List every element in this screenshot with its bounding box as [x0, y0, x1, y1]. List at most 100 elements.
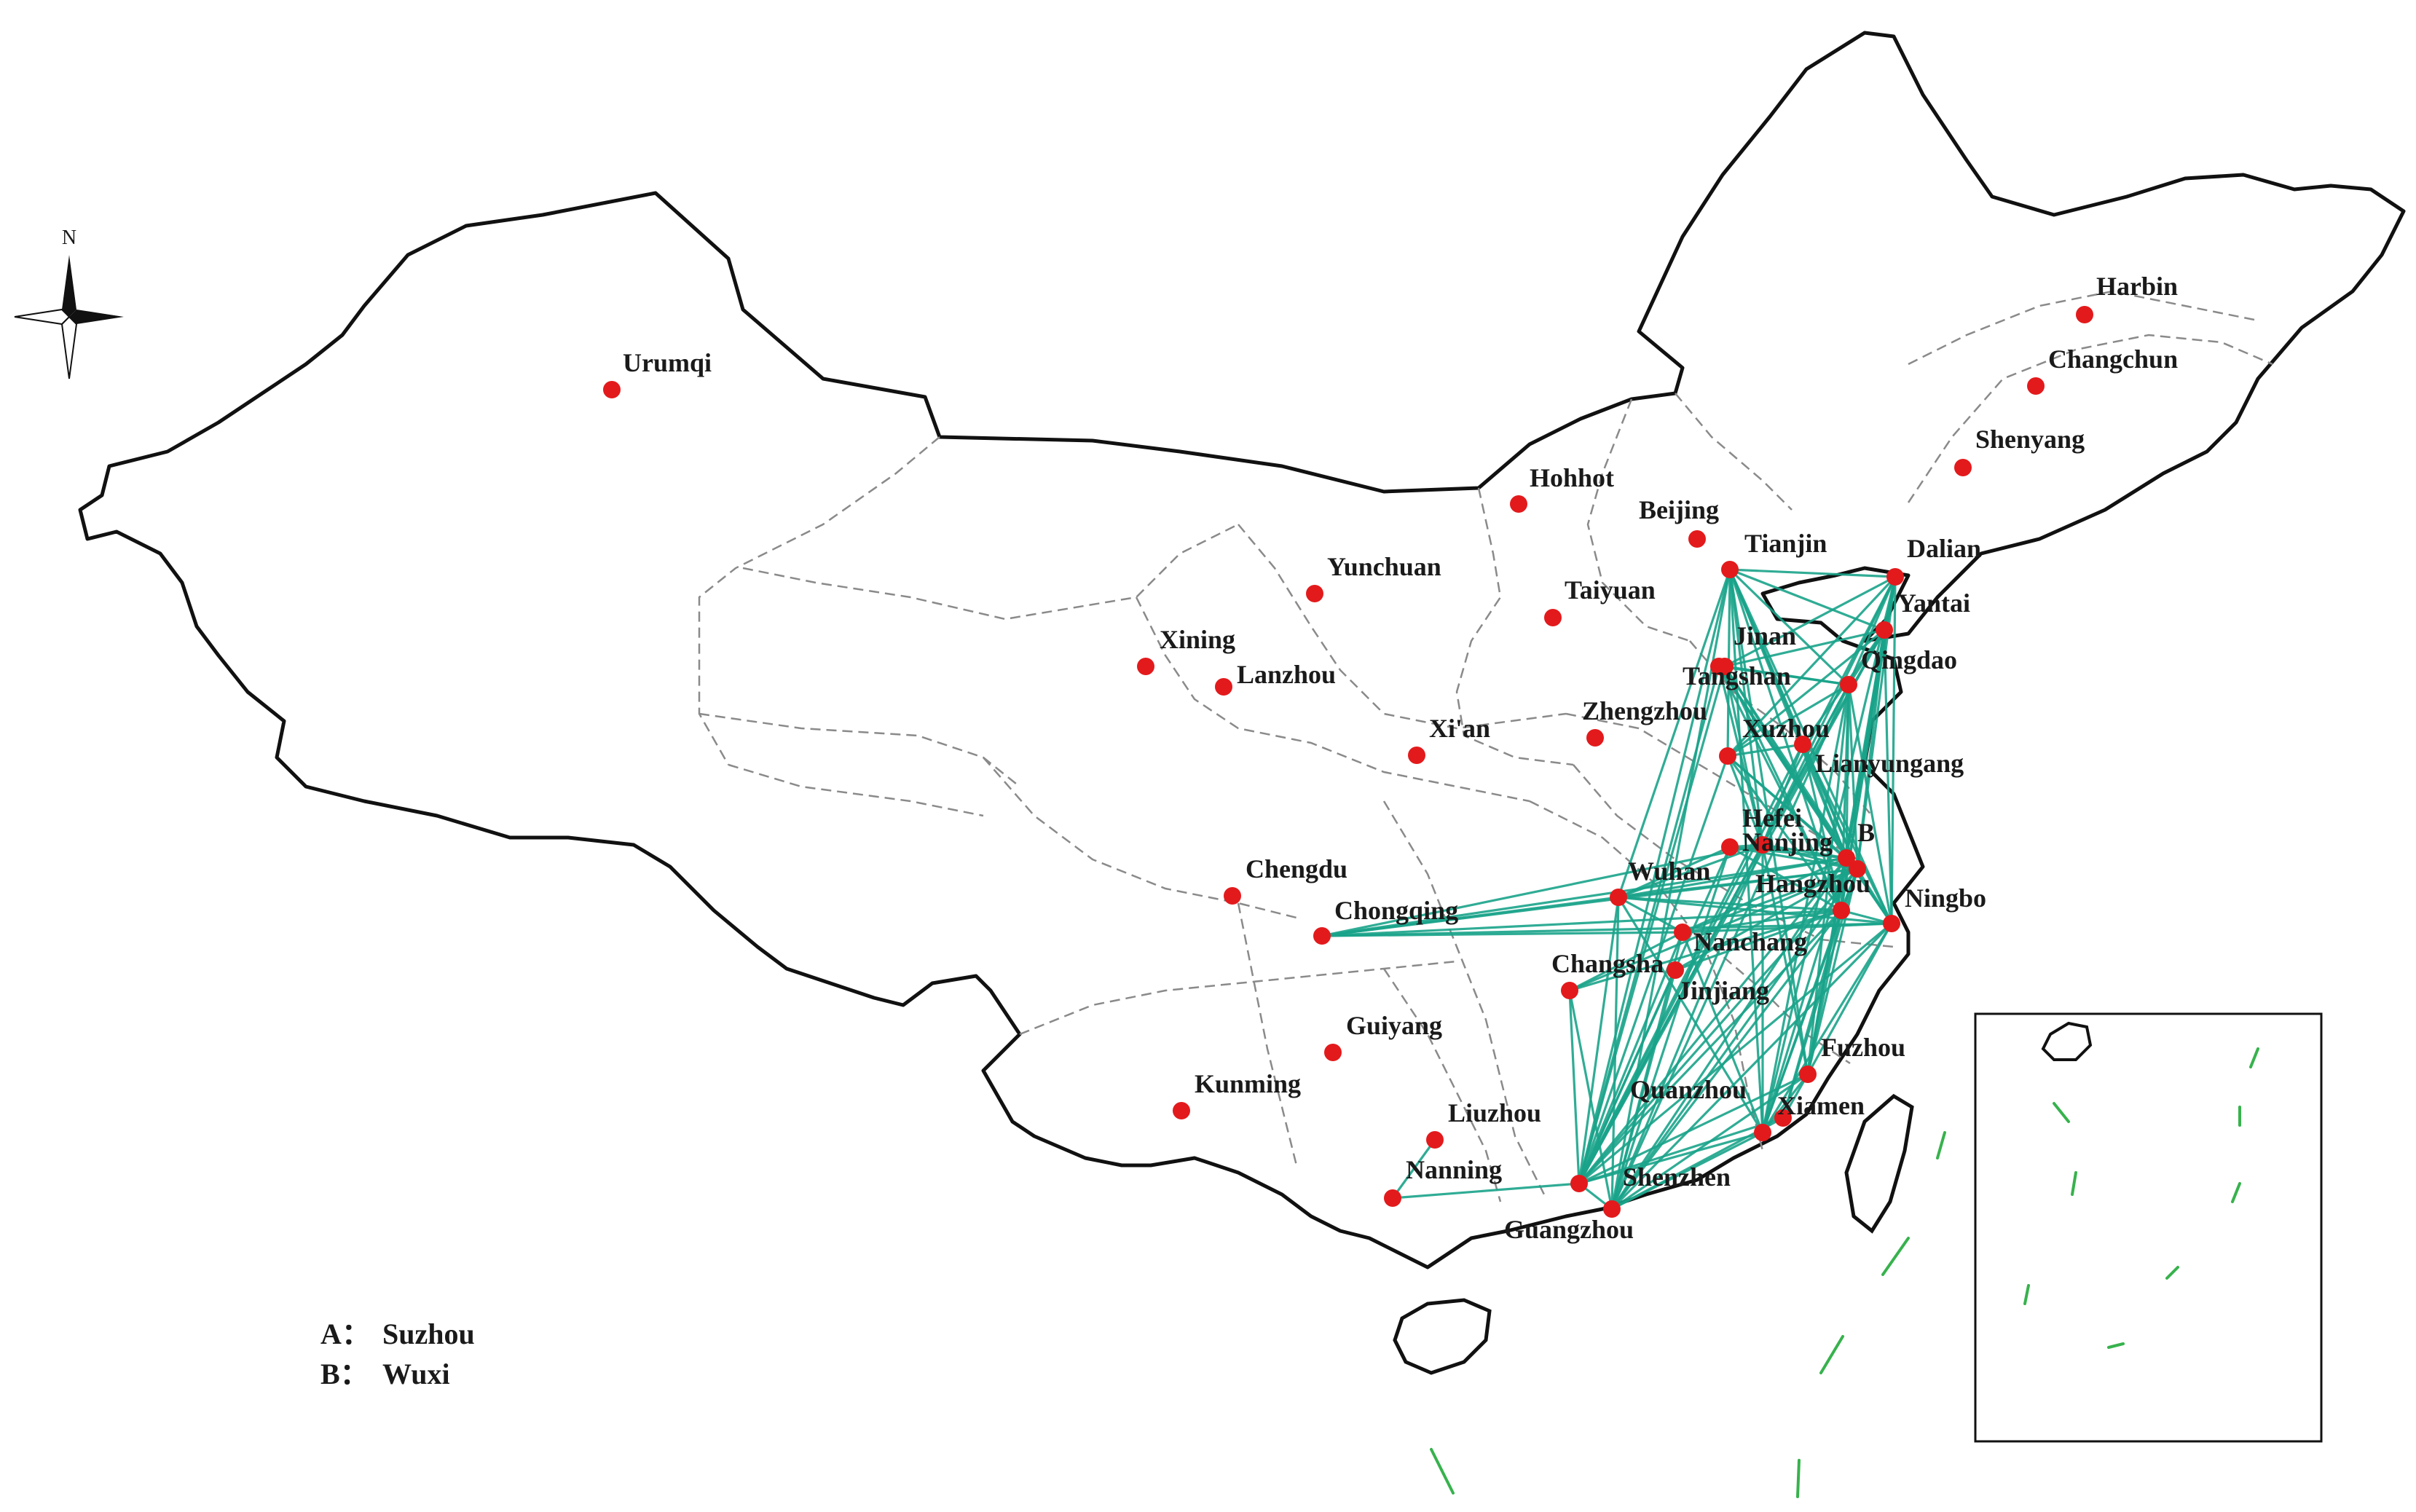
city-label-quanzhou: Quanzhou — [1630, 1075, 1747, 1104]
link-yantai-a — [1856, 629, 1886, 870]
city-dot-liuzhou — [1426, 1131, 1444, 1149]
city-chengdu: Chengdu — [1224, 854, 1347, 905]
city-label-nanning: Nanning — [1406, 1155, 1502, 1184]
city-lianyungang: Lianyungang — [1794, 736, 1964, 778]
link-chongqing-hangzhou — [1321, 909, 1842, 937]
city-yunchuan: Yunchuan — [1306, 552, 1441, 602]
sea-dash-lines — [1430, 1131, 1946, 1498]
link-ningbo-fuzhou — [1806, 923, 1893, 1075]
city-guangzhou: Guangzhou — [1504, 1200, 1634, 1244]
city-label-changchun: Changchun — [2048, 344, 2178, 374]
city-dot-urumqi — [603, 381, 621, 398]
south-sea-inset — [1974, 1012, 2323, 1443]
city-label-chongqing: Chongqing — [1334, 896, 1458, 925]
city-xian: Xi'an — [1408, 714, 1490, 764]
link-wuhan-nanchang — [1618, 896, 1683, 934]
city-dot-xian — [1408, 747, 1425, 764]
city-label-guiyang: Guiyang — [1346, 1011, 1442, 1040]
country-outline — [78, 31, 2406, 1375]
city-label-hefei: Hefei — [1742, 803, 1802, 832]
city-nanjing: Nanjing — [1742, 827, 1833, 857]
link-tianjin-qingdao — [1728, 568, 1850, 686]
link-qingdao-a — [1847, 684, 1859, 870]
city-dot-changchun — [2027, 377, 2045, 395]
city-label-wuhan: Wuhan — [1628, 857, 1710, 886]
city-dot-lanzhou — [1215, 678, 1232, 696]
link-tangshan-b — [1723, 666, 1848, 859]
link-changsha-shenzhen — [1568, 990, 1581, 1184]
city-tangshan: Tangshan — [1683, 658, 1791, 690]
link-wuhan-xiamen — [1617, 897, 1764, 1133]
city-kunming: Kunming — [1173, 1069, 1301, 1119]
city-hefei: Hefei — [1721, 803, 1802, 856]
city-label-nanjing: Nanjing — [1742, 827, 1833, 857]
city-harbin: Harbin — [2076, 272, 2178, 323]
city-dot-nanchang — [1674, 924, 1691, 941]
city-label-qingdao: Qingdao — [1861, 645, 1957, 674]
city-dot-hohhot — [1510, 495, 1527, 513]
city-label-xuzhou: Xuzhou — [1742, 714, 1830, 743]
link-fuzhou-shenzhen — [1578, 1073, 1809, 1185]
city-label-hangzhou: Hangzhou — [1755, 869, 1870, 898]
city-dot-xuzhou — [1719, 747, 1736, 765]
province-borders — [698, 290, 2273, 1202]
city-quanzhou: Quanzhou — [1630, 1075, 1792, 1127]
city-label-tianjin: Tianjin — [1744, 529, 1827, 558]
city-label-yantai: Yantai — [1897, 588, 1970, 618]
link-xuzhou-b — [1726, 755, 1848, 859]
link-b-xiamen — [1761, 857, 1848, 1133]
city-qingdao: Qingdao — [1840, 645, 1957, 693]
link-nanning-liuzhou — [1391, 1139, 1436, 1199]
city-urumqi: Urumqi — [603, 348, 712, 398]
link-b-fuzhou — [1806, 857, 1848, 1075]
city-dot-tianjin — [1721, 561, 1739, 578]
city-dot-xining — [1137, 658, 1154, 675]
city-dot-hefei — [1721, 838, 1739, 856]
city-changchun: Changchun — [2027, 344, 2178, 395]
link-dalian-tangshan — [1724, 575, 1896, 668]
link-xuzhou-shenzhen — [1578, 755, 1729, 1184]
city-fuzhou: Fuzhou — [1799, 1033, 1905, 1083]
city-jinjiang: Jinjiang — [1667, 961, 1769, 1005]
link-a-shenzhen — [1578, 867, 1859, 1185]
city-wuhan: Wuhan — [1610, 857, 1710, 906]
link-chongqing-a — [1321, 867, 1858, 937]
city-label-nanchang: Nanchang — [1693, 927, 1807, 956]
city-dot-harbin — [2076, 306, 2093, 323]
link-tianjin-wuhan — [1617, 569, 1731, 898]
city-label-jinjiang: Jinjiang — [1677, 976, 1769, 1005]
city-dot-shenzhen — [1570, 1175, 1588, 1192]
link-chongqing-b — [1321, 857, 1847, 937]
link-hefei-a — [1729, 846, 1858, 870]
link-nanjing-fuzhou — [1761, 844, 1809, 1075]
city-dot-b — [1838, 849, 1855, 867]
city-hangzhou: Hangzhou — [1755, 869, 1870, 919]
link-xuzhou-lianyungang — [1727, 743, 1803, 757]
city-label-changsha: Changsha — [1551, 949, 1664, 978]
link-tianjin-shenzhen — [1578, 569, 1731, 1184]
city-dot-nanjing — [1754, 836, 1771, 854]
link-dalian-xuzhou — [1726, 575, 1897, 757]
city-nanchang: Nanchang — [1674, 924, 1807, 956]
city-dot-qingdao — [1840, 676, 1857, 693]
legend-item-a-key: A： — [320, 1318, 371, 1350]
city-yantai: Yantai — [1876, 588, 1970, 639]
city-dot-fuzhou — [1799, 1066, 1817, 1083]
link-lianyungang-b — [1801, 744, 1848, 859]
city-label-hohhot: Hohhot — [1530, 463, 1614, 492]
link-tianjin-yantai — [1729, 568, 1885, 631]
link-lianyungang-nanjing — [1761, 744, 1804, 846]
link-lianyungang-hangzhou — [1801, 744, 1843, 911]
city-label-jinan: Jinan — [1734, 621, 1796, 650]
city-label-zhengzhou: Zhengzhou — [1582, 696, 1707, 725]
city-dot-taiyuan — [1544, 609, 1562, 626]
city-label-xiamen: Xiamen — [1777, 1091, 1865, 1120]
city-label-beijing: Beijing — [1639, 495, 1719, 524]
link-lianyungang-ningbo — [1801, 744, 1893, 924]
city-b: B — [1838, 818, 1875, 867]
city-dot-yunchuan — [1306, 585, 1323, 602]
link-ningbo-xiamen — [1761, 923, 1893, 1133]
link-dalian-ningbo — [1890, 576, 1897, 924]
city-beijing: Beijing — [1639, 495, 1719, 548]
link-jinjiang-shenzhen — [1578, 969, 1677, 1184]
